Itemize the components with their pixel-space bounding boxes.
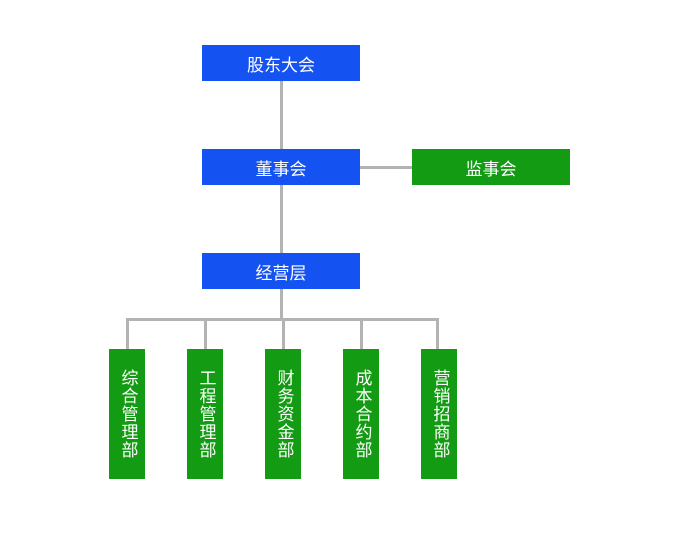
node-shareholders-meeting: 股东大会 <box>202 45 360 81</box>
connector-department-2 <box>282 318 285 349</box>
connector-shareholders-board <box>280 81 283 149</box>
connector-department-0 <box>126 318 129 349</box>
node-management: 经营层 <box>202 253 360 289</box>
connector-department-1 <box>204 318 207 349</box>
node-department-engineering-management: 工程管理部 <box>187 349 223 479</box>
node-board-of-supervisors: 监事会 <box>412 149 570 185</box>
node-department-marketing: 营销招商部 <box>421 349 457 479</box>
connector-management-departments <box>280 289 283 320</box>
connector-department-3 <box>360 318 363 349</box>
node-department-cost-contracts: 成本合约部 <box>343 349 379 479</box>
connector-board-supervisors <box>360 166 412 169</box>
connector-board-management <box>280 185 283 253</box>
node-board-of-directors: 董事会 <box>202 149 360 185</box>
connector-department-4 <box>436 318 439 349</box>
node-department-general-management: 综合管理部 <box>109 349 145 479</box>
node-department-finance: 财务资金部 <box>265 349 301 479</box>
